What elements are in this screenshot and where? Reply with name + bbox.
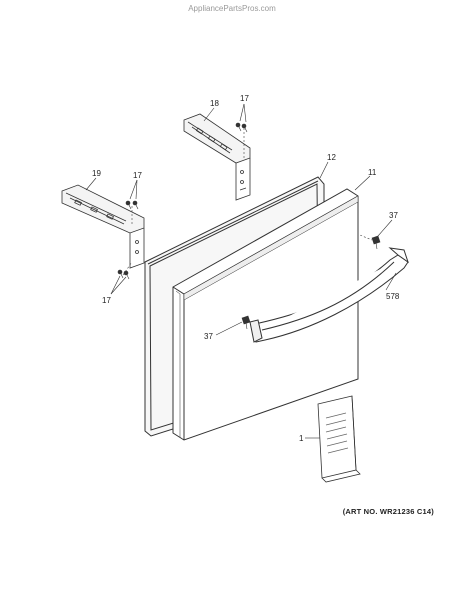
callout-17-top: 17 <box>240 94 249 103</box>
lower-hinge[interactable] <box>61 184 145 269</box>
callout-17-low: 17 <box>102 296 111 305</box>
callout-18: 18 <box>210 99 219 108</box>
callout-labels: 18 17 19 17 17 12 11 37 578 37 1 <box>92 94 400 443</box>
callout-11: 11 <box>368 168 377 177</box>
callout-37-right: 37 <box>389 211 398 220</box>
callout-leaders <box>85 103 397 439</box>
callout-12: 12 <box>327 153 336 162</box>
owners-manual[interactable] <box>317 395 361 483</box>
upper-hinge[interactable] <box>183 113 251 201</box>
callout-1: 1 <box>299 434 304 443</box>
handle-screws[interactable] <box>241 235 381 330</box>
callout-578: 578 <box>386 292 400 301</box>
art-number-label: (ART NO. WR21236 C14) <box>342 507 434 516</box>
callout-19: 19 <box>92 169 101 178</box>
watermark-text: AppliancePartsPros.com <box>188 4 276 13</box>
callout-37-left: 37 <box>204 332 213 341</box>
hinge-screws[interactable] <box>117 122 248 280</box>
callout-17-mid: 17 <box>133 171 142 180</box>
freezer-door-panel[interactable] <box>172 188 359 441</box>
door-handle[interactable] <box>249 247 409 343</box>
